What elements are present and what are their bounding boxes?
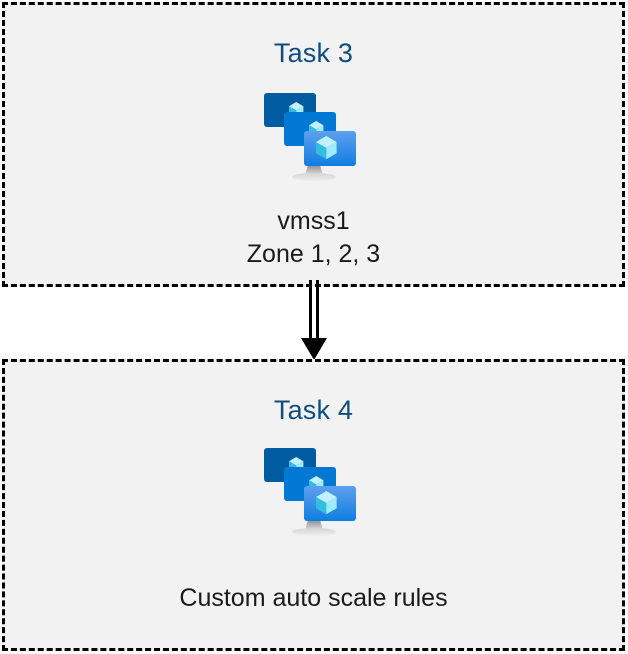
- task-3-caption-zones: Zone 1, 2, 3: [246, 240, 381, 268]
- task-3-captions: vmss1 Zone 1, 2, 3: [247, 205, 380, 271]
- task-4-caption-rules: Custom auto scale rules: [179, 584, 448, 612]
- task-4-title: Task 4: [273, 395, 354, 425]
- task-3-content: Task 3: [5, 5, 622, 284]
- double-line-down-arrow-icon: [301, 280, 327, 360]
- azure-vm-scale-set-icon: [263, 93, 356, 181]
- azure-vm-scale-set-icon: [263, 448, 356, 536]
- task-4-captions: Custom auto scale rules: [179, 582, 447, 615]
- task-box-task-4[interactable]: Task 4: [2, 359, 625, 651]
- task-box-task-3[interactable]: Task 3: [2, 2, 625, 287]
- task-4-content: Task 4: [5, 362, 622, 648]
- task-3-caption-name: vmss1: [277, 207, 350, 235]
- task-3-title: Task 3: [273, 38, 354, 68]
